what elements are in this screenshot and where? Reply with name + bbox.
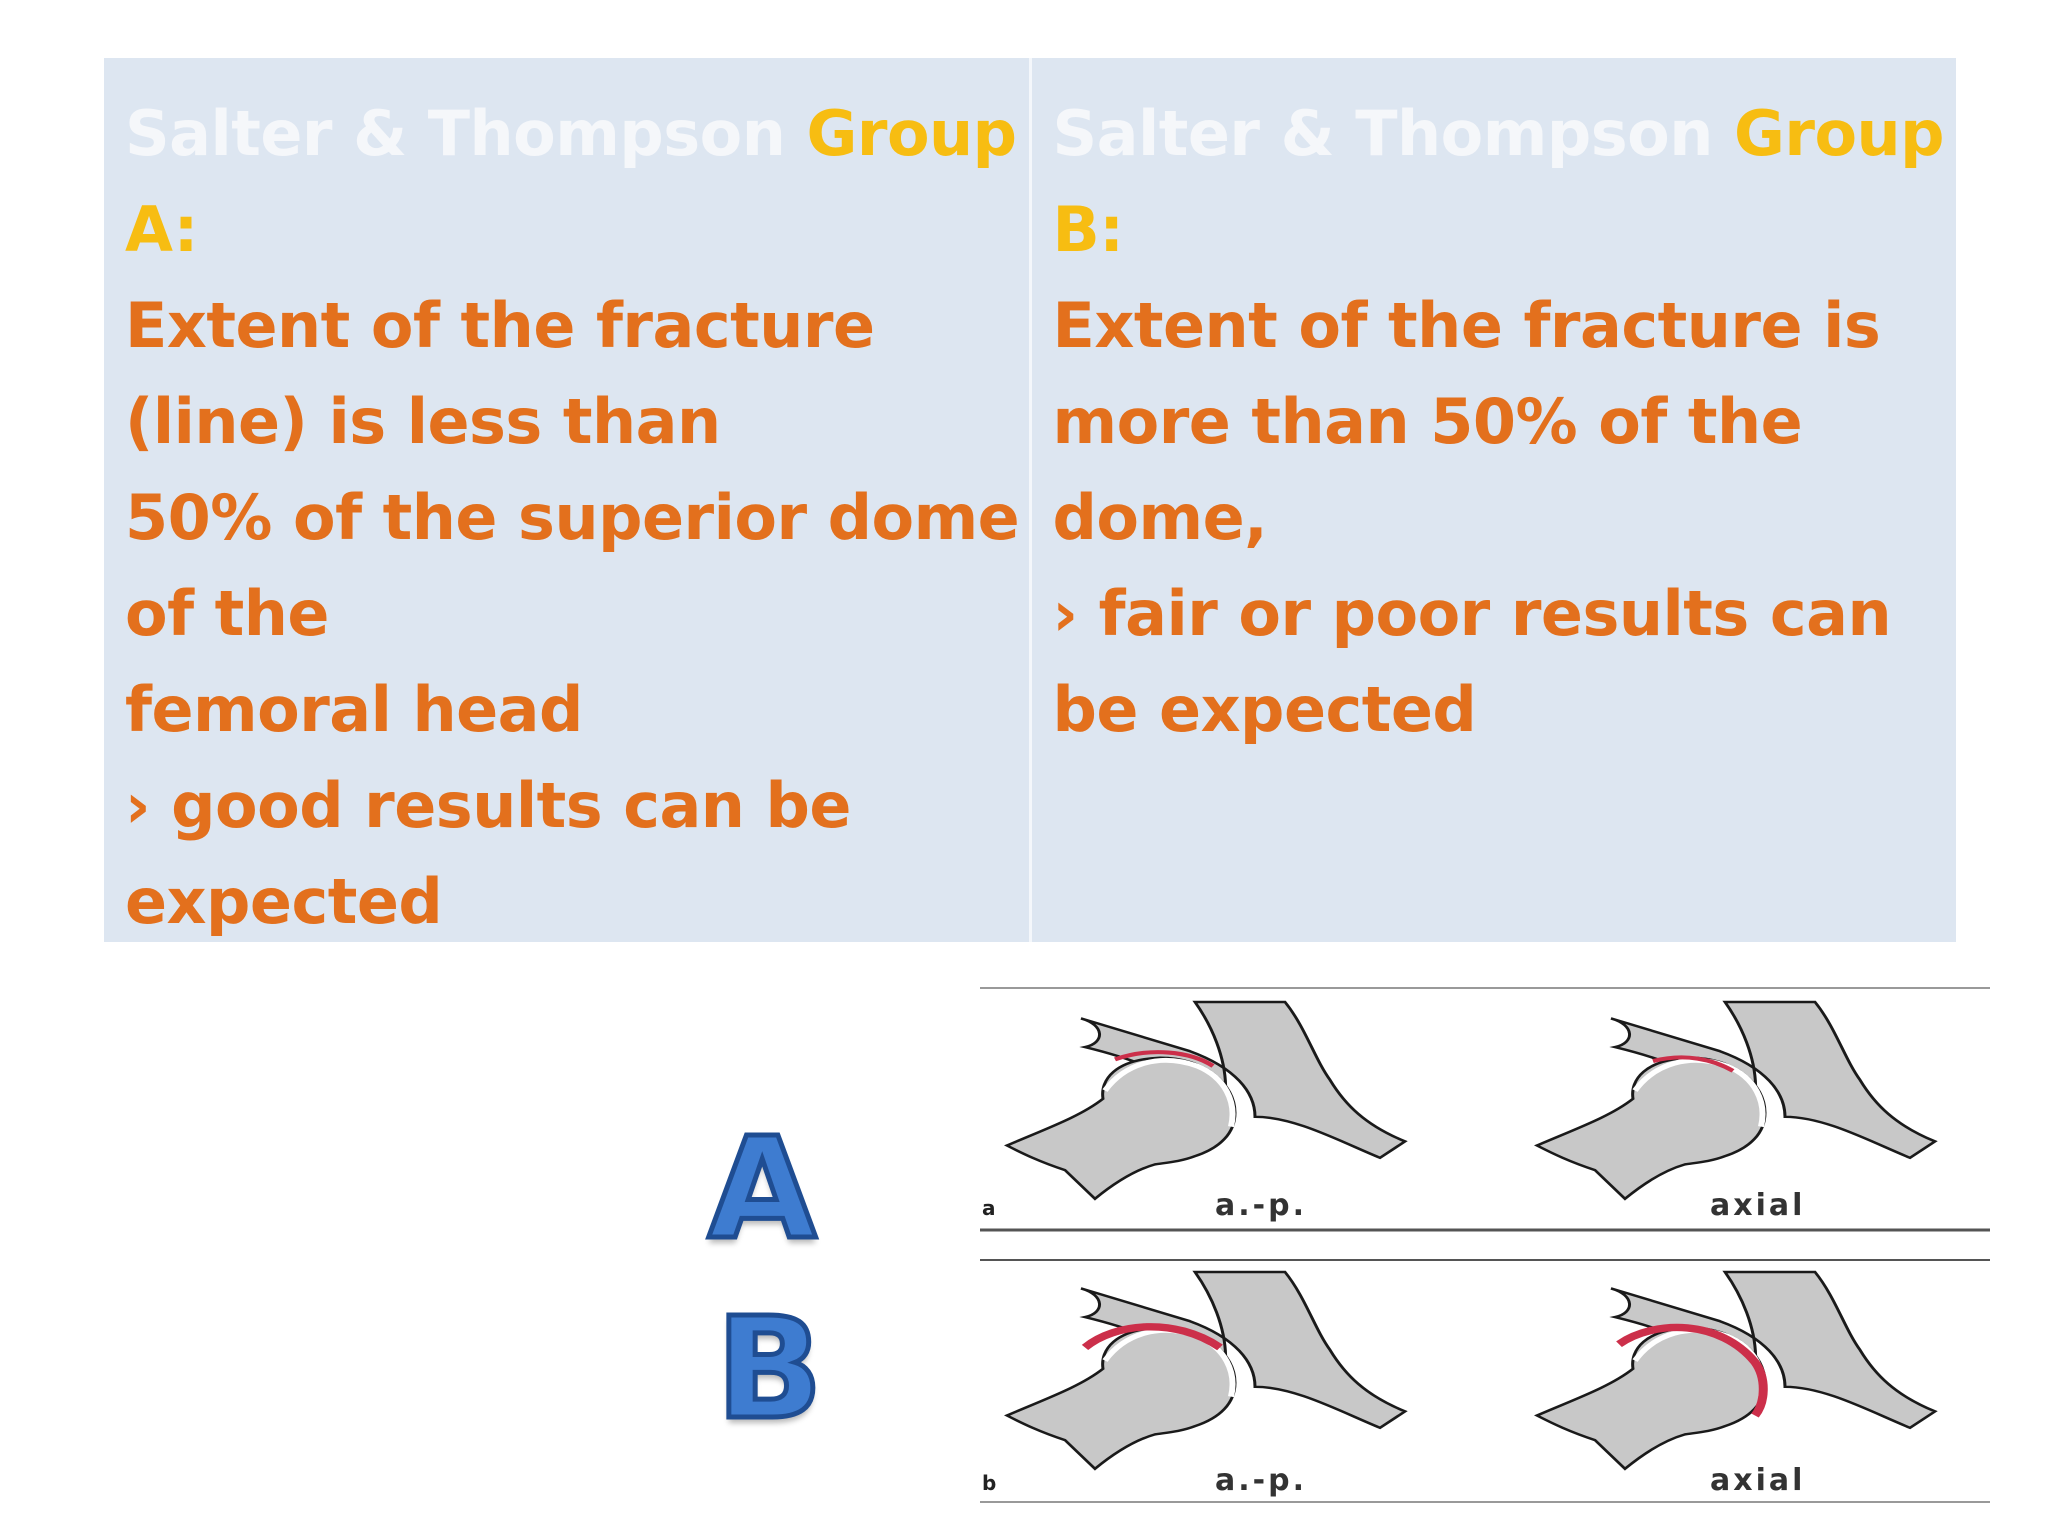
row-b-axial-view — [1537, 1272, 1935, 1469]
group-b-heading: Salter & Thompson Group — [1053, 86, 1957, 182]
row-b-label-ap: a.-p. — [1215, 1463, 1307, 1498]
row-a-label-axial: axial — [1710, 1188, 1805, 1223]
row-b-label-axial: axial — [1710, 1463, 1805, 1498]
heading-accent: Group — [1733, 97, 1945, 170]
group-b-cell: Salter & Thompson Group B: Extent of the… — [1028, 58, 1957, 942]
heading-text: Salter & Thompson — [1052, 97, 1734, 170]
row-a-tag: a — [982, 1196, 996, 1220]
row-a-axial-view — [1537, 1002, 1935, 1199]
row-b-ap-view — [1007, 1272, 1405, 1469]
femoral-head-diagram: a a.-p. axial b a.-p. axial — [980, 987, 1990, 1503]
row-a-ap-view — [1007, 1002, 1405, 1199]
group-a-line-6: › good results can be — [125, 769, 851, 842]
group-b-line-4: › fair or poor results can — [1052, 577, 1892, 650]
heading-text: Salter & Thompson — [125, 97, 807, 170]
row-b-tag: b — [982, 1471, 996, 1495]
group-a-line-1: Extent of the fracture — [125, 289, 875, 362]
group-b-line-5: be expected — [1052, 673, 1477, 746]
group-b-line-3: dome, — [1052, 481, 1268, 554]
group-b-big-letter: B — [714, 1288, 826, 1451]
group-a-line-4: of the — [125, 577, 329, 650]
group-a-line-7: expected — [125, 865, 443, 938]
group-b-letter: B: — [1052, 193, 1125, 266]
heading-accent: Group — [806, 97, 1017, 170]
group-b-line-2: more than 50% of the — [1052, 385, 1803, 458]
group-a-line-5: femoral head — [125, 673, 583, 746]
group-a-heading: Salter & Thompson Group — [125, 86, 1029, 182]
group-a-cell: Salter & Thompson Group A: Extent of the… — [104, 58, 1029, 942]
comparison-table: Salter & Thompson Group A: Extent of the… — [104, 58, 1956, 942]
group-a-big-letter: A — [705, 1108, 818, 1271]
group-b-line-1: Extent of the fracture is — [1052, 289, 1881, 362]
group-a-line-2: (line) is less than — [125, 385, 721, 458]
group-a-letter: A: — [125, 193, 198, 266]
row-a-label-ap: a.-p. — [1215, 1188, 1307, 1223]
group-a-line-3: 50% of the superior dome — [125, 481, 1020, 554]
